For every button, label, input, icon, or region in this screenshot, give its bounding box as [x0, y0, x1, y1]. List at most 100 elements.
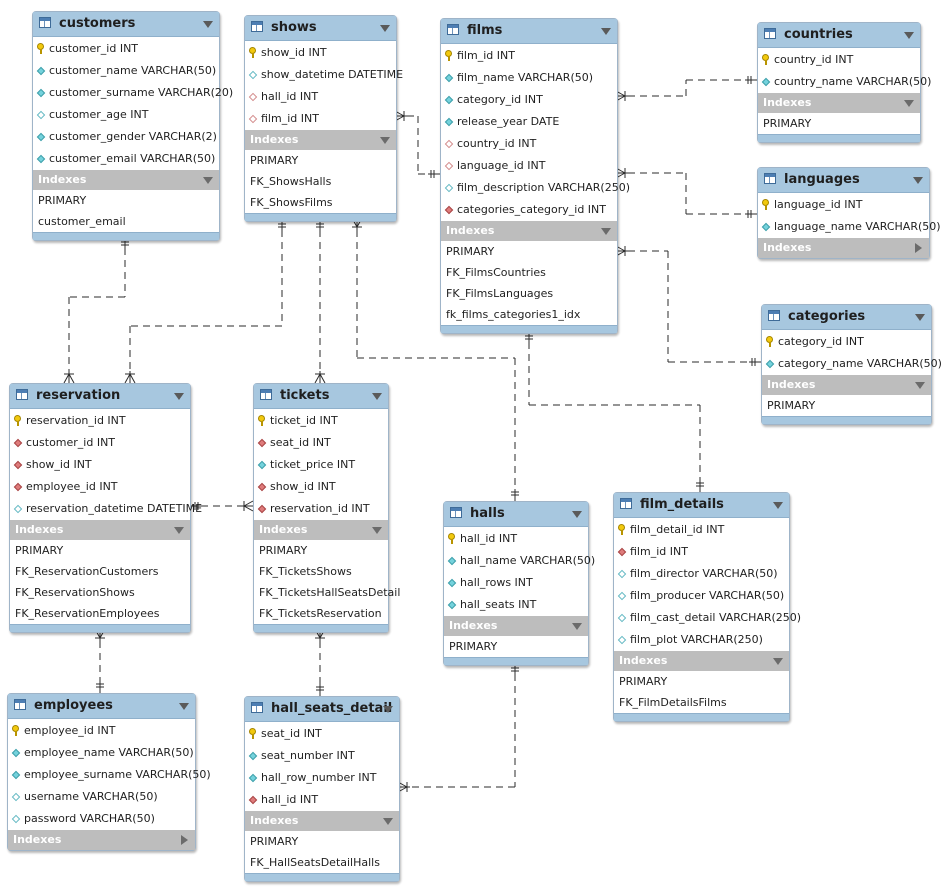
column-row[interactable]: customer_email VARCHAR(50)	[33, 148, 219, 170]
column-row[interactable]: language_name VARCHAR(50)	[758, 216, 941, 238]
expand-indexes-icon[interactable]	[915, 243, 922, 253]
index-row[interactable]: customer_email	[38, 215, 126, 228]
index-row[interactable]: FK_TicketsShows	[259, 565, 352, 578]
column-row[interactable]: hall_id INT	[245, 789, 399, 811]
index-row[interactable]: PRIMARY	[250, 835, 299, 848]
column-row[interactable]: seat_id INT	[245, 723, 399, 745]
table-header[interactable]: hall_seats_detail	[245, 697, 399, 722]
column-row[interactable]: hall_row_number INT	[245, 767, 399, 789]
collapse-indexes-icon[interactable]	[372, 527, 382, 534]
column-row[interactable]: film_plot VARCHAR(250)	[614, 629, 789, 651]
collapse-indexes-icon[interactable]	[773, 658, 783, 665]
column-row[interactable]: customer_surname VARCHAR(20)	[33, 82, 233, 104]
column-row[interactable]: release_year DATE	[441, 111, 617, 133]
index-row[interactable]: FK_ReservationCustomers	[15, 565, 159, 578]
collapse-indexes-icon[interactable]	[572, 623, 582, 630]
index-row[interactable]: PRIMARY	[15, 544, 64, 557]
collapse-indexes-icon[interactable]	[915, 382, 925, 389]
table-header[interactable]: customers	[33, 12, 219, 37]
column-row[interactable]: seat_number INT	[245, 745, 399, 767]
index-row[interactable]: FK_ReservationShows	[15, 586, 135, 599]
collapse-indexes-icon[interactable]	[383, 818, 393, 825]
index-row[interactable]: PRIMARY	[446, 245, 495, 258]
column-row[interactable]: username VARCHAR(50)	[8, 786, 195, 808]
index-row[interactable]: PRIMARY	[259, 544, 308, 557]
column-row[interactable]: film_id INT	[441, 45, 617, 67]
indexes-header[interactable]: Indexes	[758, 238, 929, 258]
indexes-header[interactable]: Indexes	[758, 93, 920, 113]
collapse-toggle-icon[interactable]	[601, 28, 611, 35]
index-row[interactable]: PRIMARY	[38, 194, 87, 207]
index-row[interactable]: FK_ReservationEmployees	[15, 607, 160, 620]
collapse-toggle-icon[interactable]	[572, 511, 582, 518]
collapse-toggle-icon[interactable]	[372, 393, 382, 400]
collapse-toggle-icon[interactable]	[904, 32, 914, 39]
indexes-header[interactable]: Indexes	[254, 520, 388, 540]
column-row[interactable]: customer_id INT	[33, 38, 219, 60]
column-row[interactable]: seat_id INT	[254, 432, 388, 454]
table-header[interactable]: shows	[245, 16, 396, 41]
column-row[interactable]: hall_seats INT	[444, 594, 588, 616]
index-row[interactable]: PRIMARY	[619, 675, 668, 688]
column-row[interactable]: customer_gender VARCHAR(2)	[33, 126, 219, 148]
indexes-header[interactable]: Indexes	[8, 830, 195, 850]
column-row[interactable]: employee_name VARCHAR(50)	[8, 742, 195, 764]
collapse-toggle-icon[interactable]	[380, 25, 390, 32]
column-row[interactable]: film_cast_detail VARCHAR(250)	[614, 607, 801, 629]
column-row[interactable]: category_id INT	[762, 331, 931, 353]
column-row[interactable]: ticket_id INT	[254, 410, 388, 432]
table-header[interactable]: countries	[758, 23, 920, 48]
index-row[interactable]: FK_HallSeatsDetailHalls	[250, 856, 380, 869]
column-row[interactable]: reservation_id INT	[10, 410, 190, 432]
column-row[interactable]: film_detail_id INT	[614, 519, 789, 541]
indexes-header[interactable]: Indexes	[33, 170, 219, 190]
index-row[interactable]: fk_films_categories1_idx	[446, 308, 581, 321]
indexes-header[interactable]: Indexes	[245, 130, 396, 150]
index-row[interactable]: PRIMARY	[763, 117, 812, 130]
column-row[interactable]: employee_id INT	[10, 476, 190, 498]
index-row[interactable]: PRIMARY	[449, 640, 498, 653]
column-row[interactable]: category_id INT	[441, 89, 617, 111]
expand-indexes-icon[interactable]	[181, 835, 188, 845]
collapse-toggle-icon[interactable]	[179, 703, 189, 710]
collapse-toggle-icon[interactable]	[383, 706, 393, 713]
column-row[interactable]: hall_id INT	[245, 86, 396, 108]
column-row[interactable]: category_name VARCHAR(50)	[762, 353, 942, 375]
table-header[interactable]: employees	[8, 694, 195, 719]
table-header[interactable]: films	[441, 19, 617, 44]
indexes-header[interactable]: Indexes	[762, 375, 931, 395]
collapse-toggle-icon[interactable]	[174, 393, 184, 400]
collapse-indexes-icon[interactable]	[904, 100, 914, 107]
collapse-indexes-icon[interactable]	[203, 177, 213, 184]
column-row[interactable]: password VARCHAR(50)	[8, 808, 195, 830]
column-row[interactable]: hall_name VARCHAR(50)	[444, 550, 595, 572]
collapse-toggle-icon[interactable]	[773, 502, 783, 509]
collapse-indexes-icon[interactable]	[174, 527, 184, 534]
collapse-toggle-icon[interactable]	[915, 314, 925, 321]
column-row[interactable]: employee_surname VARCHAR(50)	[8, 764, 211, 786]
table-header[interactable]: categories	[762, 305, 931, 330]
column-row[interactable]: customer_age INT	[33, 104, 219, 126]
column-row[interactable]: show_id INT	[254, 476, 388, 498]
column-row[interactable]: film_id INT	[245, 108, 396, 130]
column-row[interactable]: hall_rows INT	[444, 572, 588, 594]
collapse-indexes-icon[interactable]	[380, 137, 390, 144]
column-row[interactable]: show_datetime DATETIME	[245, 64, 403, 86]
column-row[interactable]: country_id INT	[758, 49, 920, 71]
column-row[interactable]: show_id INT	[245, 42, 396, 64]
index-row[interactable]: FK_ShowsHalls	[250, 175, 332, 188]
table-header[interactable]: halls	[444, 502, 588, 527]
column-row[interactable]: film_director VARCHAR(50)	[614, 563, 789, 585]
table-header[interactable]: languages	[758, 168, 929, 193]
column-row[interactable]: language_id INT	[441, 155, 617, 177]
column-row[interactable]: country_name VARCHAR(50)	[758, 71, 931, 93]
column-row[interactable]: film_producer VARCHAR(50)	[614, 585, 789, 607]
indexes-header[interactable]: Indexes	[10, 520, 190, 540]
